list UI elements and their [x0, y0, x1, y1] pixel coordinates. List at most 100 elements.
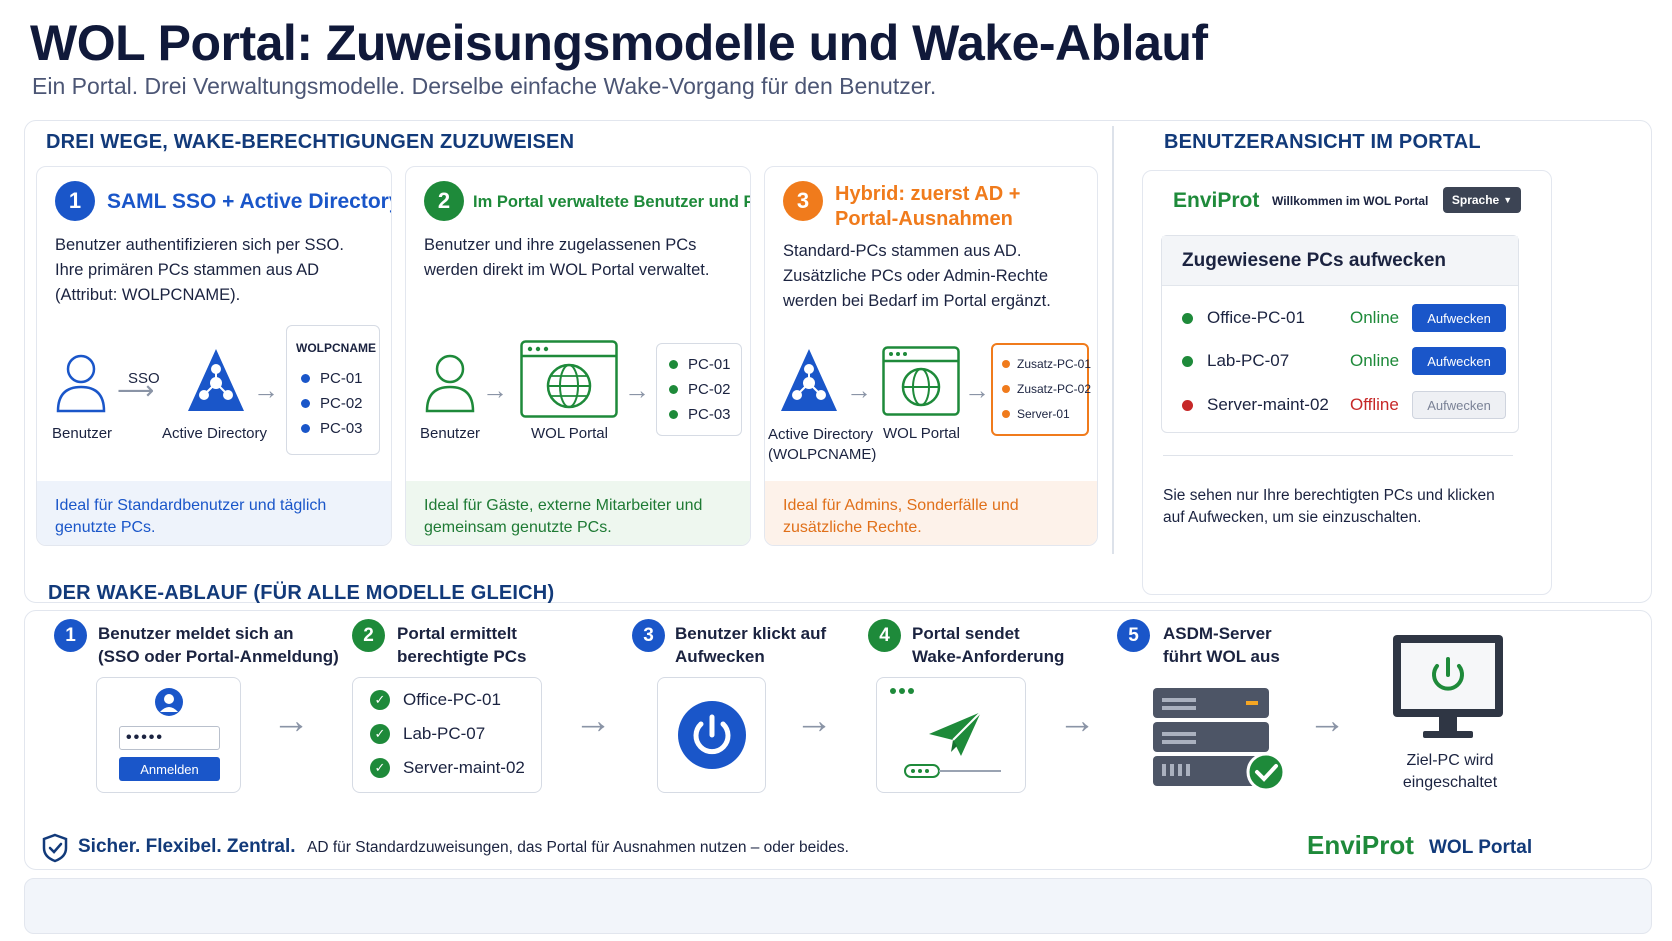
portal-label: WOL Portal	[531, 425, 608, 442]
card-description: Standard-PCs stammen aus AD. Zusätzliche…	[783, 242, 1051, 310]
password-field[interactable]: •••••	[119, 726, 220, 750]
list-title: WOLPCNAME	[296, 341, 376, 355]
card-description: Benutzer authentifizieren sich per SSO. …	[55, 236, 344, 304]
list-item: ✓Server-maint-02	[370, 758, 525, 778]
power-button-icon[interactable]	[677, 700, 747, 770]
wake-button-disabled[interactable]: Aufwecken	[1412, 391, 1506, 419]
ad-label: Active Directory(WOLPCNAME)	[768, 426, 877, 463]
user-view-note: Sie sehen nur Ihre berechtigten PCs und …	[1163, 487, 1495, 526]
card-number-badge: 3	[783, 181, 823, 221]
list-item: PC-02	[669, 381, 731, 398]
wolpcname-list: WOLPCNAME PC-01 PC-02 PC-03	[286, 325, 380, 455]
footer-brand-logo: EnviProt	[1307, 830, 1414, 860]
arrow-icon: →	[1308, 700, 1346, 742]
footer-bar	[24, 878, 1652, 934]
user-view-heading: BENUTZERANSICHT IM PORTAL	[1164, 131, 1481, 153]
table-row: Lab-PC-07	[1182, 351, 1289, 371]
status-badge: Online	[1350, 308, 1400, 327]
arrow-icon: →	[253, 375, 279, 405]
user-icon	[56, 354, 106, 413]
portal-preview: EnviProt Willkommen im WOL Portal Sprach…	[1142, 170, 1552, 595]
arrow-icon: →	[624, 375, 650, 405]
flow-heading: DER WAKE-ABLAUF (FÜR ALLE MODELLE GLEICH…	[48, 582, 555, 604]
card-hybrid: 3 Hybrid: zuerst AD +Portal-Ausnahmen St…	[764, 166, 1098, 546]
card-number-badge: 2	[424, 181, 464, 221]
status-badge: Online	[1350, 351, 1400, 370]
card-portal-managed: 2 Im Portal verwaltete Benutzer und PCs …	[405, 166, 751, 546]
step-number-badge: 1	[54, 619, 87, 652]
portal-label: WOL Portal	[883, 425, 960, 442]
arrow-icon: →	[482, 375, 508, 405]
list-item: Zusatz-PC-01	[1002, 357, 1091, 371]
pc-list: PC-01 PC-02 PC-03	[656, 343, 742, 436]
list-item: Zusatz-PC-02	[1002, 382, 1091, 396]
send-icon	[890, 688, 1001, 778]
list-item: PC-03	[301, 420, 363, 437]
globe-portal-icon	[882, 346, 960, 416]
pc-list-title: Zugewiesene PCs aufwecken	[1182, 250, 1446, 271]
monitor-icon	[1393, 635, 1503, 738]
chevron-down-icon: ▼	[1503, 195, 1513, 205]
card-footer: Ideal für Admins, Sonderfälle und zusätz…	[765, 481, 1097, 545]
user-label: Benutzer	[52, 425, 113, 442]
list-item: PC-01	[301, 370, 363, 387]
table-row: Server-maint-02	[1182, 395, 1329, 415]
wake-click-illustration	[657, 677, 766, 793]
card-number-badge: 1	[55, 181, 95, 221]
card-footer: Ideal für Gäste, externe Mitarbeiter und…	[406, 481, 750, 545]
brand-logo: EnviProt	[1173, 189, 1260, 212]
check-icon: ✓	[370, 690, 390, 710]
page-subtitle: Ein Portal. Drei Verwaltungsmodelle. Der…	[32, 73, 937, 99]
globe-portal-icon	[520, 340, 618, 418]
arrow-icon: ⟶	[117, 375, 155, 405]
list-item: PC-02	[301, 395, 363, 412]
shield-icon	[42, 833, 68, 863]
footer-tagline: Sicher. Flexibel. Zentral.	[78, 836, 296, 857]
footer-text: AD für Standardzuweisungen, das Portal f…	[307, 839, 849, 856]
active-directory-icon	[781, 349, 837, 411]
divider	[1163, 455, 1513, 456]
user-label: Benutzer	[420, 425, 481, 442]
card-title: SAML SSO + Active Directory	[107, 190, 392, 213]
list-item: ✓Office-PC-01	[370, 690, 501, 710]
step-number-badge: 3	[632, 619, 665, 652]
arrow-icon: →	[795, 700, 833, 742]
list-item: ✓Lab-PC-07	[370, 724, 485, 744]
step-number-badge: 5	[1117, 619, 1150, 652]
arrow-icon: →	[846, 375, 872, 405]
sso-label: SSO	[128, 370, 160, 387]
wake-button[interactable]: Aufwecken	[1412, 347, 1506, 375]
pc-list-card: Zugewiesene PCs aufwecken Office-PC-01 O…	[1161, 235, 1519, 433]
extra-pc-list: Zusatz-PC-01 Zusatz-PC-02 Server-01	[991, 343, 1091, 436]
table-row: Office-PC-01	[1182, 308, 1305, 328]
eligible-pcs-list: ✓Office-PC-01 ✓Lab-PC-07 ✓Server-maint-0…	[352, 677, 542, 793]
ad-label: Active Directory	[162, 425, 268, 442]
wake-request-illustration	[876, 677, 1026, 793]
wake-button[interactable]: Aufwecken	[1412, 304, 1506, 332]
step-number-badge: 4	[868, 619, 901, 652]
card-footer: Ideal für Standardbenutzer und täglich g…	[37, 481, 391, 545]
welcome-text: Willkommen im WOL Portal	[1272, 194, 1429, 208]
login-button[interactable]: Anmelden	[119, 757, 220, 781]
page-title: WOL Portal: Zuweisungsmodelle und Wake-A…	[30, 15, 1208, 71]
status-badge: Offline	[1350, 395, 1399, 414]
arrow-icon: →	[574, 700, 612, 742]
user-icon	[425, 354, 475, 413]
check-icon: ✓	[370, 758, 390, 778]
divider	[1112, 126, 1114, 554]
language-button[interactable]: Sprache▼	[1443, 187, 1521, 213]
arrow-icon: →	[964, 375, 990, 405]
list-item: PC-01	[669, 356, 731, 373]
step-number-badge: 2	[352, 619, 385, 652]
list-item: PC-03	[669, 406, 731, 423]
check-icon: ✓	[370, 724, 390, 744]
arrow-icon: →	[272, 700, 310, 742]
wake-flow-panel	[24, 610, 1652, 870]
footer-product: WOL Portal	[1429, 837, 1533, 858]
card-title: Im Portal verwaltete Benutzer und PCs	[473, 193, 751, 211]
